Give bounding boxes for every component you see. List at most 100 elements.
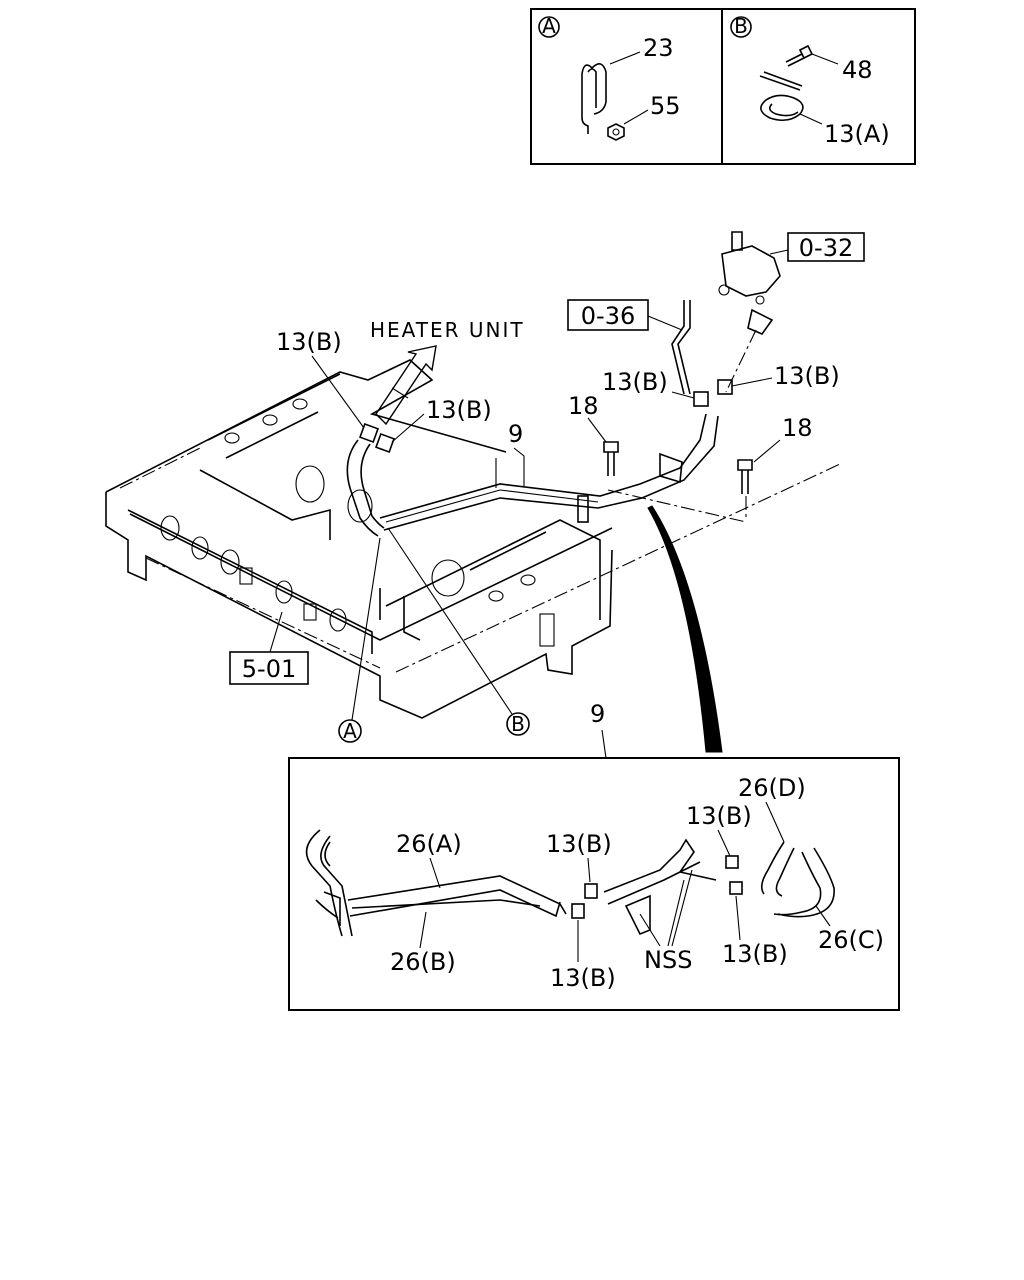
- hose-bracket-assy-icon: [603, 838, 717, 905]
- clip-13b-icon-2: [375, 433, 395, 453]
- detail-9-frame: [288, 757, 900, 1011]
- hole-11: [292, 398, 308, 410]
- leader-clip-d3: [717, 829, 731, 857]
- clip-23-icon: [581, 63, 607, 134]
- label-clip-d4: 13(B): [722, 940, 788, 968]
- frame-centerline-2: [119, 447, 201, 489]
- leader-48: [811, 53, 839, 65]
- nss-bracket-icon: [624, 894, 651, 936]
- hole-13: [520, 574, 536, 586]
- hose-9-centerline: [385, 489, 599, 523]
- hose-26c-icon: [773, 847, 835, 918]
- label-part-13a: 13(A): [824, 120, 890, 148]
- leader-hose-26d: [765, 801, 785, 843]
- hole-2: [191, 536, 209, 560]
- leader-clip-13b-4: [731, 377, 773, 387]
- clip-13b-icon-d1: [584, 883, 598, 899]
- label-hose-26b: 26(B): [390, 948, 456, 976]
- hose-26ab-bend-icon: [305, 829, 353, 937]
- label-nss: NSS: [644, 946, 692, 974]
- hose-9-upper-run: [379, 413, 707, 519]
- nut-hole: [612, 128, 620, 136]
- label-clip-d1: 13(B): [546, 830, 612, 858]
- frame-gusset: [379, 588, 421, 641]
- label-hose-26d: 26(D): [738, 774, 806, 802]
- hose-26d-icon: [760, 841, 795, 897]
- clip-icons: [359, 379, 733, 453]
- label-bolt-18-1: 18: [568, 392, 599, 420]
- label-bolt-18-2: 18: [782, 414, 813, 442]
- callout-b: B: [511, 712, 525, 736]
- main-assembly: 0-32 0-36 HEATER UNIT: [105, 231, 865, 753]
- valve-outlet: [747, 308, 774, 335]
- frame-bracket-left: [199, 373, 341, 540]
- clip-13b-icon-1: [359, 423, 379, 443]
- hole-3: [220, 549, 240, 575]
- leader-callout-a: [351, 537, 381, 721]
- detail-b-marker: B: [734, 14, 748, 38]
- clip-13b-icon-d3: [725, 855, 739, 869]
- slot-3: [303, 603, 317, 621]
- clip-13b-icon-d4: [729, 881, 743, 895]
- frame-rail-front: [127, 509, 373, 654]
- leader-0-36: [647, 315, 683, 331]
- detail-a-marker-circle: [538, 16, 560, 38]
- label-hose-26c: 26(C): [818, 926, 884, 954]
- valve-nozzle: [731, 231, 743, 251]
- valve-body: [721, 245, 781, 297]
- detail-inset-9: 9 26(A) 26(B) 13(B) 13(B) 13(B) 13(B) 26…: [288, 700, 900, 1011]
- pipe-0-36-icon: [671, 300, 691, 395]
- bolt-48-icon: [785, 44, 814, 67]
- frame-centerline-1: [145, 557, 381, 669]
- frame-rail-lower: [129, 513, 613, 641]
- ref-5-01: 5-01: [242, 655, 296, 683]
- hole-1: [160, 515, 180, 541]
- hole-6: [295, 465, 325, 503]
- hole-10: [262, 414, 278, 426]
- arrow-detail: [391, 387, 409, 399]
- leader-hose-9: [495, 447, 525, 488]
- leader-clip-d1: [587, 857, 591, 883]
- frame-holes: [160, 398, 555, 647]
- hose-9-lower-run: [383, 415, 719, 531]
- leader-55: [623, 109, 649, 125]
- detail-a: A 23 55: [538, 14, 681, 141]
- leader-hose-26a: [429, 857, 441, 889]
- label-clip-d3: 13(B): [686, 802, 752, 830]
- leader-5-01: [269, 611, 283, 653]
- ref-0-36-box: [567, 299, 649, 331]
- hole-9: [224, 432, 240, 444]
- leader-23: [609, 51, 641, 65]
- leader-callout-b: [387, 527, 513, 715]
- leader-clip-13b-2: [391, 413, 425, 443]
- frame-top-edge: [105, 359, 507, 493]
- leader-hose-26c: [815, 905, 831, 927]
- frame-centerline-4: [607, 489, 747, 523]
- hose-26b-icon: [351, 899, 541, 909]
- detail-pointer-wedge: [647, 505, 723, 753]
- hole-8: [431, 559, 465, 597]
- callout-b-circle: [506, 712, 530, 736]
- label-hose-9: 9: [508, 420, 523, 448]
- label-clip-d2: 13(B): [550, 964, 616, 992]
- valve-centerline: [725, 329, 757, 393]
- leader-nss: [639, 869, 693, 947]
- hose-9-riser: [346, 439, 385, 537]
- water-valve-icon: [718, 231, 781, 335]
- label-hose-26a: 26(A): [396, 830, 462, 858]
- label-part-55: 55: [650, 92, 681, 120]
- detail-inset-ab: A 23 55 B 48 13(A): [530, 8, 916, 165]
- leader-bolt-18-2: [753, 439, 781, 463]
- frame-outline: [105, 492, 613, 719]
- hole-7: [347, 489, 373, 523]
- hose-26a-icon: [347, 875, 567, 918]
- ref-0-36: 0-36: [581, 302, 635, 330]
- leader-detail-9-title: [601, 729, 607, 759]
- ref-5-01-box: [229, 651, 309, 685]
- hole-4: [275, 580, 293, 604]
- label-clip-13b-3: 13(B): [602, 368, 668, 396]
- clip-13b-icon-4: [717, 379, 733, 395]
- ref-0-32-box: [787, 232, 865, 262]
- slot-1: [539, 613, 555, 647]
